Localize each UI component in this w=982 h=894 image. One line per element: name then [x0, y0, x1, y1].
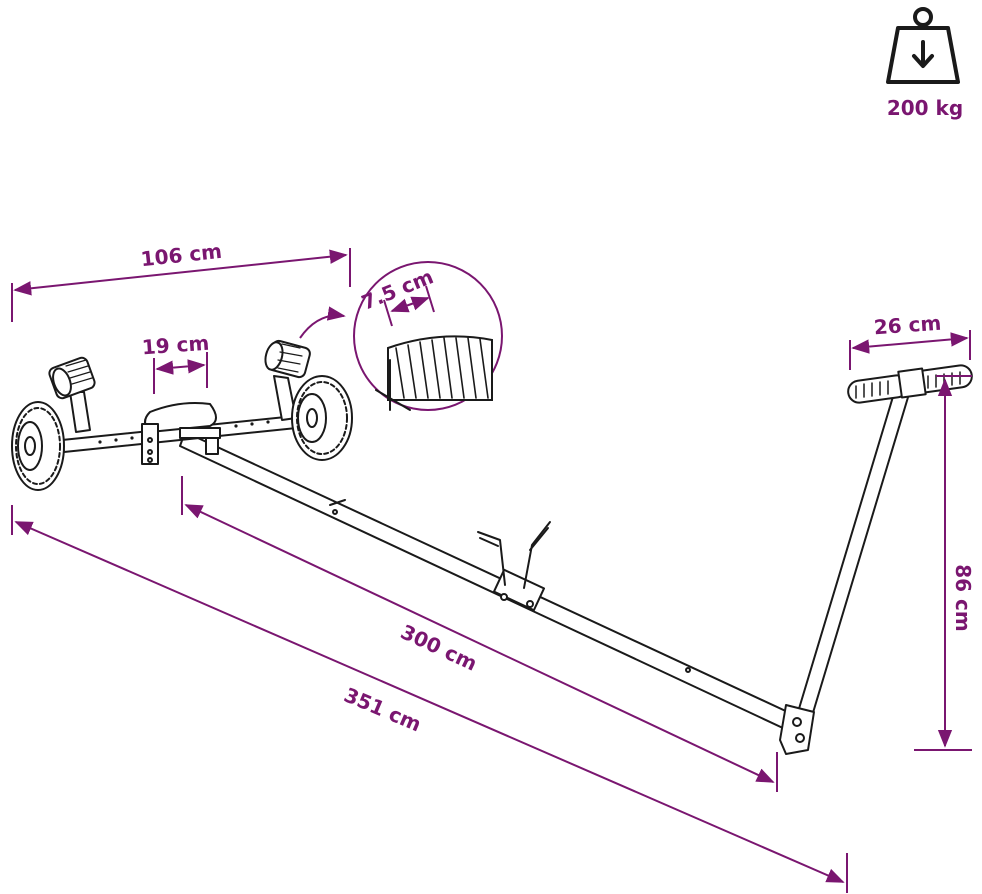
left-wheel: [11, 401, 65, 491]
callout-pointer: [299, 306, 346, 339]
right-wheel: [291, 375, 353, 461]
hitch: [779, 704, 815, 755]
total-length-label: 351 cm: [341, 683, 425, 737]
trolley-illustration: [11, 339, 973, 755]
drawbar-tube: [179, 431, 806, 737]
center-bunk: [144, 402, 217, 433]
drawbar-length-label: 300 cm: [397, 620, 481, 676]
handle-strut: [797, 379, 913, 717]
handle-height-label: 86 cm: [951, 564, 975, 632]
dimension-lines: [11, 248, 972, 893]
roller-spacing-label: 19 cm: [141, 331, 210, 360]
right-roller: [264, 339, 311, 421]
handle-width-label: 26 cm: [873, 311, 942, 340]
frame-width-label: 106 cm: [140, 239, 223, 271]
max-load-label: 200 kg: [886, 96, 964, 120]
handle-grip: [847, 364, 973, 404]
center-clamp: [477, 521, 551, 612]
left-roller: [48, 356, 96, 433]
weight-icon: [886, 7, 960, 84]
